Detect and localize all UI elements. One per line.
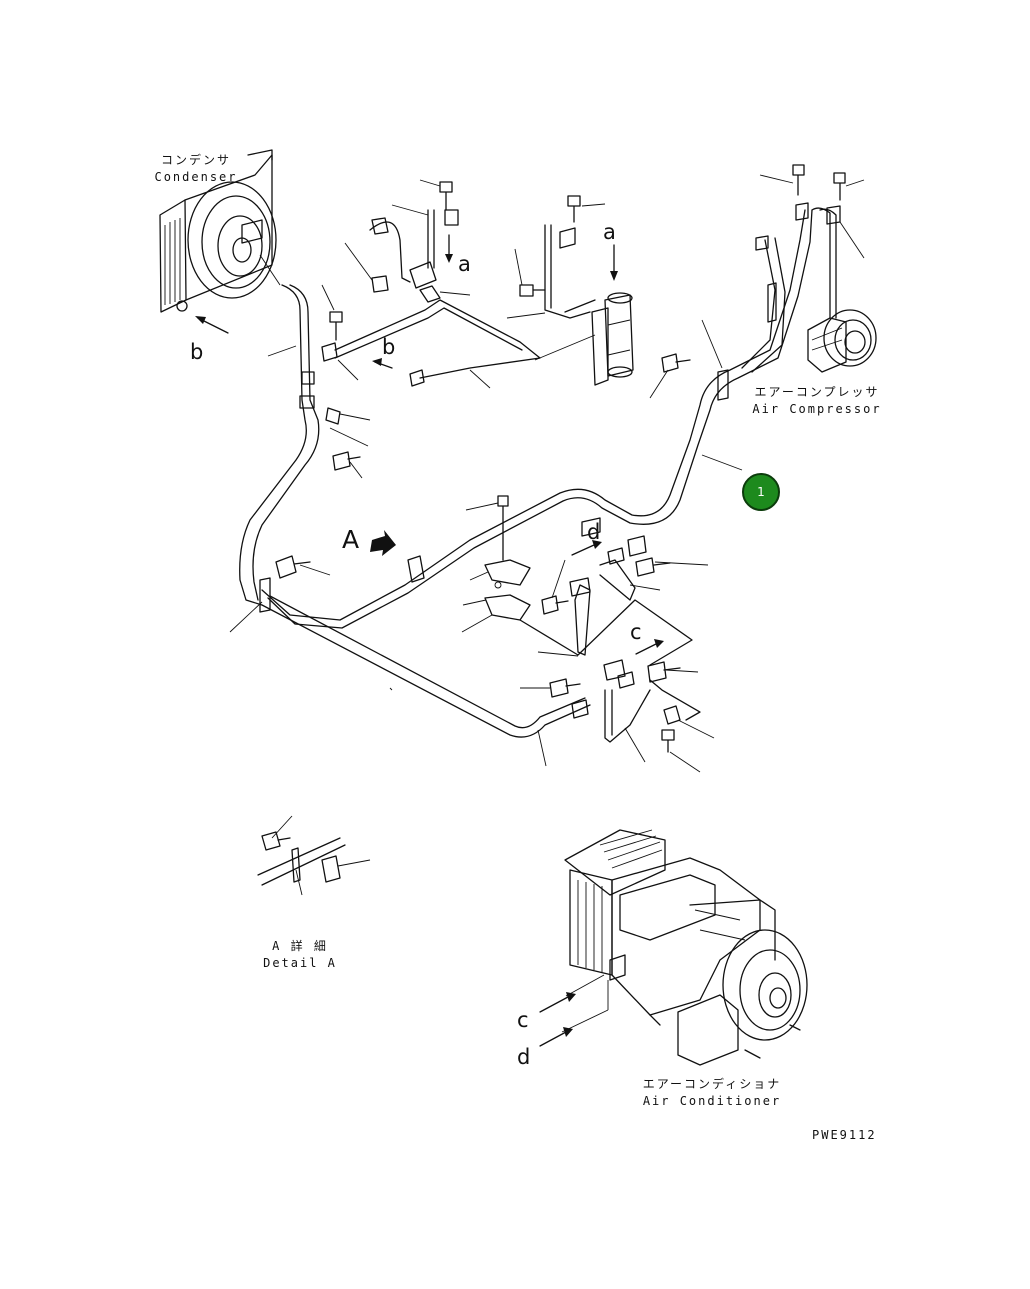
detail-a-label-en: Detail A <box>263 956 337 970</box>
detail-a <box>257 815 371 896</box>
marker-d-mid: d <box>587 520 601 544</box>
marker-d-bottom: d <box>517 1045 531 1069</box>
detail-a-label-jp: A 詳 細 <box>272 939 328 953</box>
condenser-label-jp: コンデンサ <box>160 153 232 167</box>
marker-a-right: a <box>603 220 616 244</box>
air-compressor <box>807 309 877 373</box>
compressor-label-en: Air Compressor <box>752 402 882 416</box>
marker-b-mid: b <box>382 335 396 359</box>
aircon-label-en: Air Conditioner <box>642 1094 782 1108</box>
hose-upper <box>261 209 813 629</box>
condenser <box>159 149 281 313</box>
pressure-switch <box>369 181 459 303</box>
aircon-label-jp: エアーコンディショナ <box>642 1077 782 1091</box>
condenser-label-en: Condenser <box>154 170 238 184</box>
marker-A: A <box>342 525 360 554</box>
marker-a-top: a <box>458 252 471 276</box>
receiver-dryer <box>544 224 634 386</box>
hose-left-long <box>239 284 591 738</box>
air-conditioner-unit <box>564 829 808 1066</box>
drawing-code: PWE9112 <box>812 1128 877 1142</box>
marker-b-left: b <box>190 340 204 364</box>
compressor-label-jp: エアーコンプレッサ <box>754 385 880 399</box>
part-callout-1[interactable]: 1 <box>742 473 780 511</box>
marker-c-mid: c <box>630 620 642 644</box>
marker-c-bottom: c <box>517 1008 529 1032</box>
